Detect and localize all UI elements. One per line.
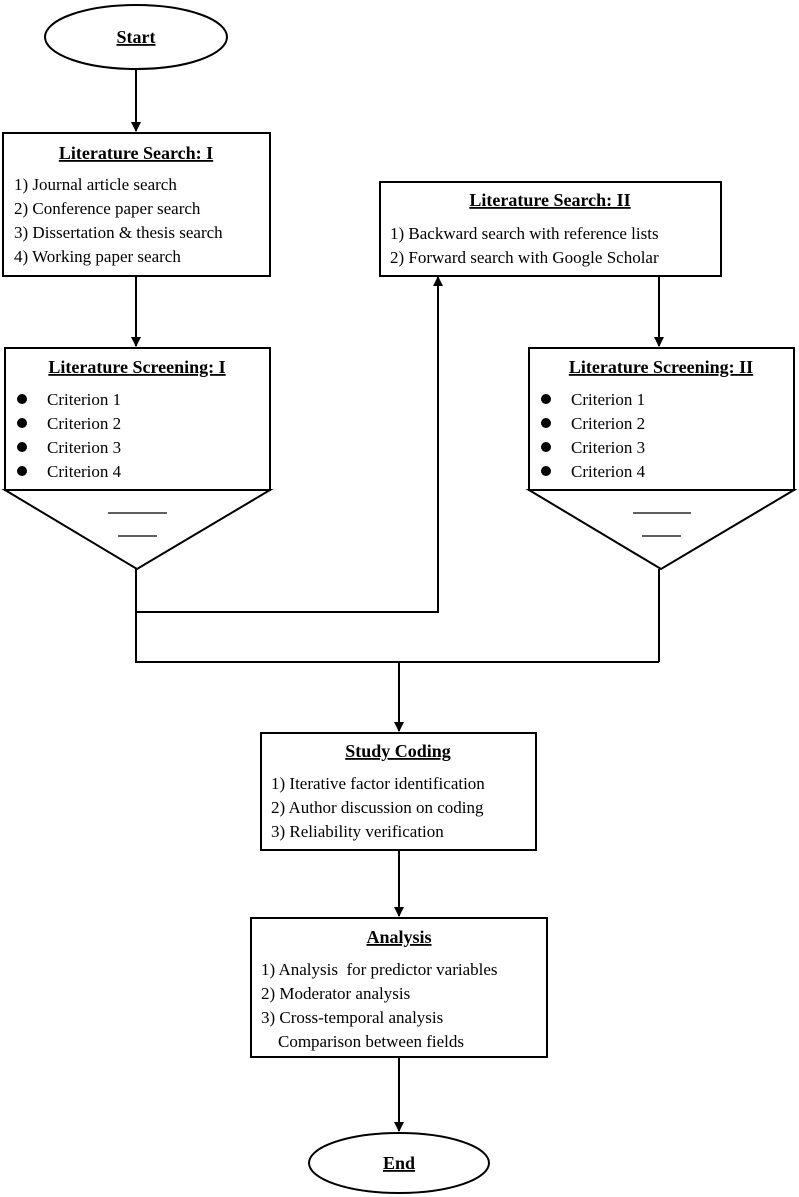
connectors (131, 69, 664, 1132)
screen1-criterion: Criterion 3 (47, 438, 121, 457)
search2-box: Literature Search: II 1) Backward search… (379, 181, 722, 277)
start-node: Start (44, 4, 228, 70)
screen1-title: Literature Screening: I (48, 357, 225, 377)
search2-item: 2) Forward search with Google Scholar (390, 248, 659, 267)
bullet-icon (541, 466, 551, 476)
analysis-title: Analysis (366, 927, 431, 947)
screen2-funnel: Literature Screening: II Criterion 1 Cri… (525, 347, 798, 571)
screen2-title: Literature Screening: II (569, 357, 753, 377)
search1-item: 4) Working paper search (14, 247, 181, 266)
coding-title: Study Coding (345, 741, 451, 761)
bullet-icon (541, 418, 551, 428)
search2-title: Literature Search: II (469, 190, 630, 210)
bullet-icon (17, 466, 27, 476)
screen2-criterion: Criterion 2 (571, 414, 645, 433)
search2-item: 1) Backward search with reference lists (390, 224, 659, 243)
end-label: End (383, 1153, 415, 1173)
search1-title: Literature Search: I (59, 143, 213, 163)
screen1-funnel: Literature Screening: I Criterion 1 Crit… (1, 347, 274, 571)
coding-item: 2) Author discussion on coding (271, 798, 484, 817)
search1-box: Literature Search: I 1) Journal article … (2, 132, 271, 277)
analysis-item: 1) Analysis for predictor variables (261, 960, 498, 979)
line-screen1-to-search2 (135, 276, 443, 613)
bullet-icon (17, 418, 27, 428)
screen2-criterion: Criterion 1 (571, 390, 645, 409)
analysis-item: 3) Cross-temporal analysis (261, 1008, 443, 1027)
analysis-item: 2) Moderator analysis (261, 984, 410, 1003)
bullet-icon (541, 394, 551, 404)
search1-item: 2) Conference paper search (14, 199, 201, 218)
search1-item: 1) Journal article search (14, 175, 177, 194)
analysis-box: Analysis 1) Analysis for predictor varia… (250, 917, 548, 1058)
search1-item: 3) Dissertation & thesis search (14, 223, 223, 242)
screen2-criterion: Criterion 3 (571, 438, 645, 457)
screen1-criterion: Criterion 4 (47, 462, 122, 481)
bullet-icon (17, 442, 27, 452)
bullet-icon (17, 394, 27, 404)
line-screen1-merge (135, 612, 659, 663)
coding-item: 3) Reliability verification (271, 822, 444, 841)
screen1-criterion: Criterion 2 (47, 414, 121, 433)
screen1-criterion: Criterion 1 (47, 390, 121, 409)
end-node: End (308, 1132, 490, 1194)
bullet-icon (541, 442, 551, 452)
start-label: Start (117, 27, 156, 47)
screen2-criterion: Criterion 4 (571, 462, 646, 481)
coding-box: Study Coding 1) Iterative factor identif… (260, 732, 537, 851)
analysis-item: Comparison between fields (261, 1032, 464, 1051)
coding-item: 1) Iterative factor identification (271, 774, 485, 793)
